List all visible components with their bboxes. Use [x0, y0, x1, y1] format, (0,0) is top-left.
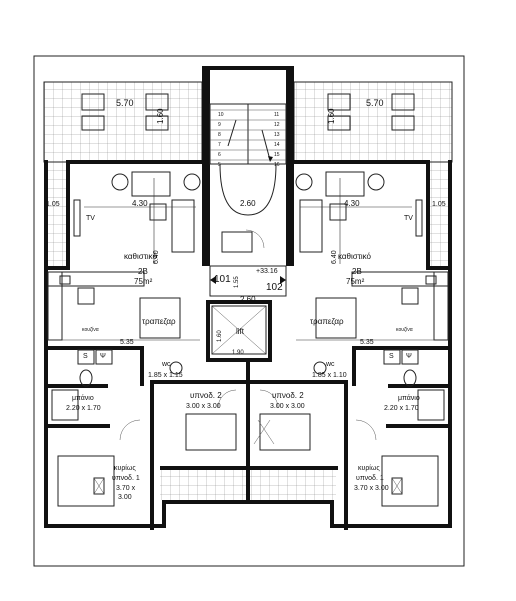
living-depth-right: 6.40	[331, 250, 338, 264]
bed2-left-dim: 3.00 x 3.00	[186, 403, 221, 410]
living-width-right: 4.30	[344, 199, 360, 208]
stair-num-7: 12	[274, 122, 280, 128]
stair-num-1: 9	[218, 122, 221, 128]
master-left-l3: 3.70 x	[116, 485, 136, 492]
unit-102: 102	[266, 282, 283, 293]
wc-left: wc	[161, 361, 171, 368]
lift-dim: 1.90	[232, 350, 244, 356]
corridor-width: 2.60	[240, 295, 256, 304]
dryer-right	[401, 349, 419, 365]
dryer-left	[95, 349, 113, 365]
bed2-right-label: υπνοδ. 2	[272, 391, 304, 400]
unit-101: 101	[214, 274, 231, 285]
side-balcony-right	[426, 162, 452, 267]
bath-dim-right: 2.20 x 1.70	[384, 405, 419, 412]
master-right-l1: κυρίως	[358, 464, 380, 472]
staircase	[209, 103, 287, 216]
balcony-furniture	[81, 93, 415, 131]
sheet-frame	[33, 55, 465, 567]
living-name-left: καθιστικό	[124, 252, 158, 261]
stair-width: 2.60	[240, 199, 256, 208]
balcony-width-left: 5.70	[116, 98, 134, 108]
dining-right: τραπεζαρ	[310, 317, 344, 326]
master-bed-right	[381, 455, 439, 507]
elevation: +33.16	[256, 268, 278, 275]
living-furniture-right	[295, 171, 423, 253]
kitchen-dim-right: 5.35	[360, 339, 374, 346]
s-right: S	[389, 353, 394, 360]
corridor-depth: 1.55	[234, 276, 240, 288]
tv-right: TV	[404, 215, 413, 222]
bed2-left	[185, 413, 237, 451]
psi-right: Ψ	[406, 353, 412, 360]
living-depth-left: 6.40	[153, 250, 160, 264]
kitchen-right-fixtures	[315, 271, 449, 341]
master-left-l4: 3.00	[118, 494, 132, 501]
stair-num-10: 15	[274, 152, 280, 158]
kitchen-dim-left: 5.35	[120, 339, 134, 346]
bottom-balcony-right	[250, 470, 336, 500]
area-right: 75m²	[346, 277, 365, 286]
lift-side: 1.60	[217, 330, 223, 342]
bottom-balcony-left	[160, 470, 248, 500]
bath-left: μπάνιο	[72, 394, 94, 402]
bed2-right-dim: 3.00 x 3.00	[270, 403, 305, 410]
wc-dim-left: 1.85 x 1.15	[148, 372, 183, 379]
bathroom-fixtures	[51, 361, 445, 421]
living-width-left: 4.30	[132, 199, 148, 208]
master-right-l2: υπνοδ. 1	[356, 475, 384, 482]
s-left: S	[83, 353, 88, 360]
stair-num-2: 8	[218, 132, 221, 138]
master-left-l1: κυρίως	[114, 464, 136, 472]
balcony-left	[44, 82, 202, 162]
type-right: 2B	[352, 267, 362, 276]
arrow-right-icon	[280, 276, 286, 284]
lift-label: lift	[236, 327, 245, 336]
wc-right: wc	[325, 361, 335, 368]
balcony-depth-right: 1.60	[327, 108, 336, 124]
bath-right: μπάνιο	[398, 394, 420, 402]
type-left: 2B	[138, 267, 148, 276]
stair-num-4: 6	[218, 152, 221, 158]
stair-num-9: 14	[274, 142, 280, 148]
master-right-l3: 3.70 x 3.00	[354, 485, 389, 492]
stair-num-6: 11	[274, 112, 279, 118]
stair-num-8: 13	[274, 132, 280, 138]
living-name-right: καθιστικό	[338, 252, 372, 261]
master-bed-left	[57, 455, 115, 507]
meters	[221, 231, 253, 253]
bed2-left-label: υπνοδ. 2	[190, 391, 222, 400]
walls	[44, 66, 452, 530]
kitchen-left: κουζίνα	[82, 327, 99, 333]
bath-dim-left: 2.20 x 1.70	[66, 405, 101, 412]
door-swings	[119, 229, 377, 441]
master-left-l2: υπνοδ. 1	[112, 475, 140, 482]
wc-dim-right: 1.85 x 1.10	[312, 372, 347, 379]
area-left: 75m²	[134, 277, 153, 286]
stair-num-11: 16	[274, 162, 280, 168]
balcony-depth-left: 1.60	[156, 108, 165, 124]
stair-num-3: 7	[218, 142, 221, 148]
tv-left: TV	[86, 215, 95, 222]
side-right: 1.05	[432, 201, 446, 208]
side-balcony-left	[44, 162, 70, 267]
living-furniture-left	[73, 171, 201, 253]
washer-right	[383, 349, 401, 365]
lift-shaft	[211, 305, 267, 355]
arrow-left-icon	[210, 276, 216, 284]
kitchen-right: κουζίνα	[396, 327, 413, 333]
dining-left: τραπεζαρ	[142, 317, 176, 326]
psi-left: Ψ	[100, 353, 106, 360]
bed2-right	[259, 413, 311, 451]
washer-left	[77, 349, 95, 365]
stair-num-5: 5	[218, 162, 221, 168]
side-left: 1.05	[46, 201, 60, 208]
stair-num-0: 10	[218, 112, 224, 118]
balcony-right	[294, 82, 452, 162]
balcony-width-right: 5.70	[366, 98, 384, 108]
kitchen-left-fixtures	[47, 271, 181, 341]
dimension-lines	[48, 178, 448, 341]
